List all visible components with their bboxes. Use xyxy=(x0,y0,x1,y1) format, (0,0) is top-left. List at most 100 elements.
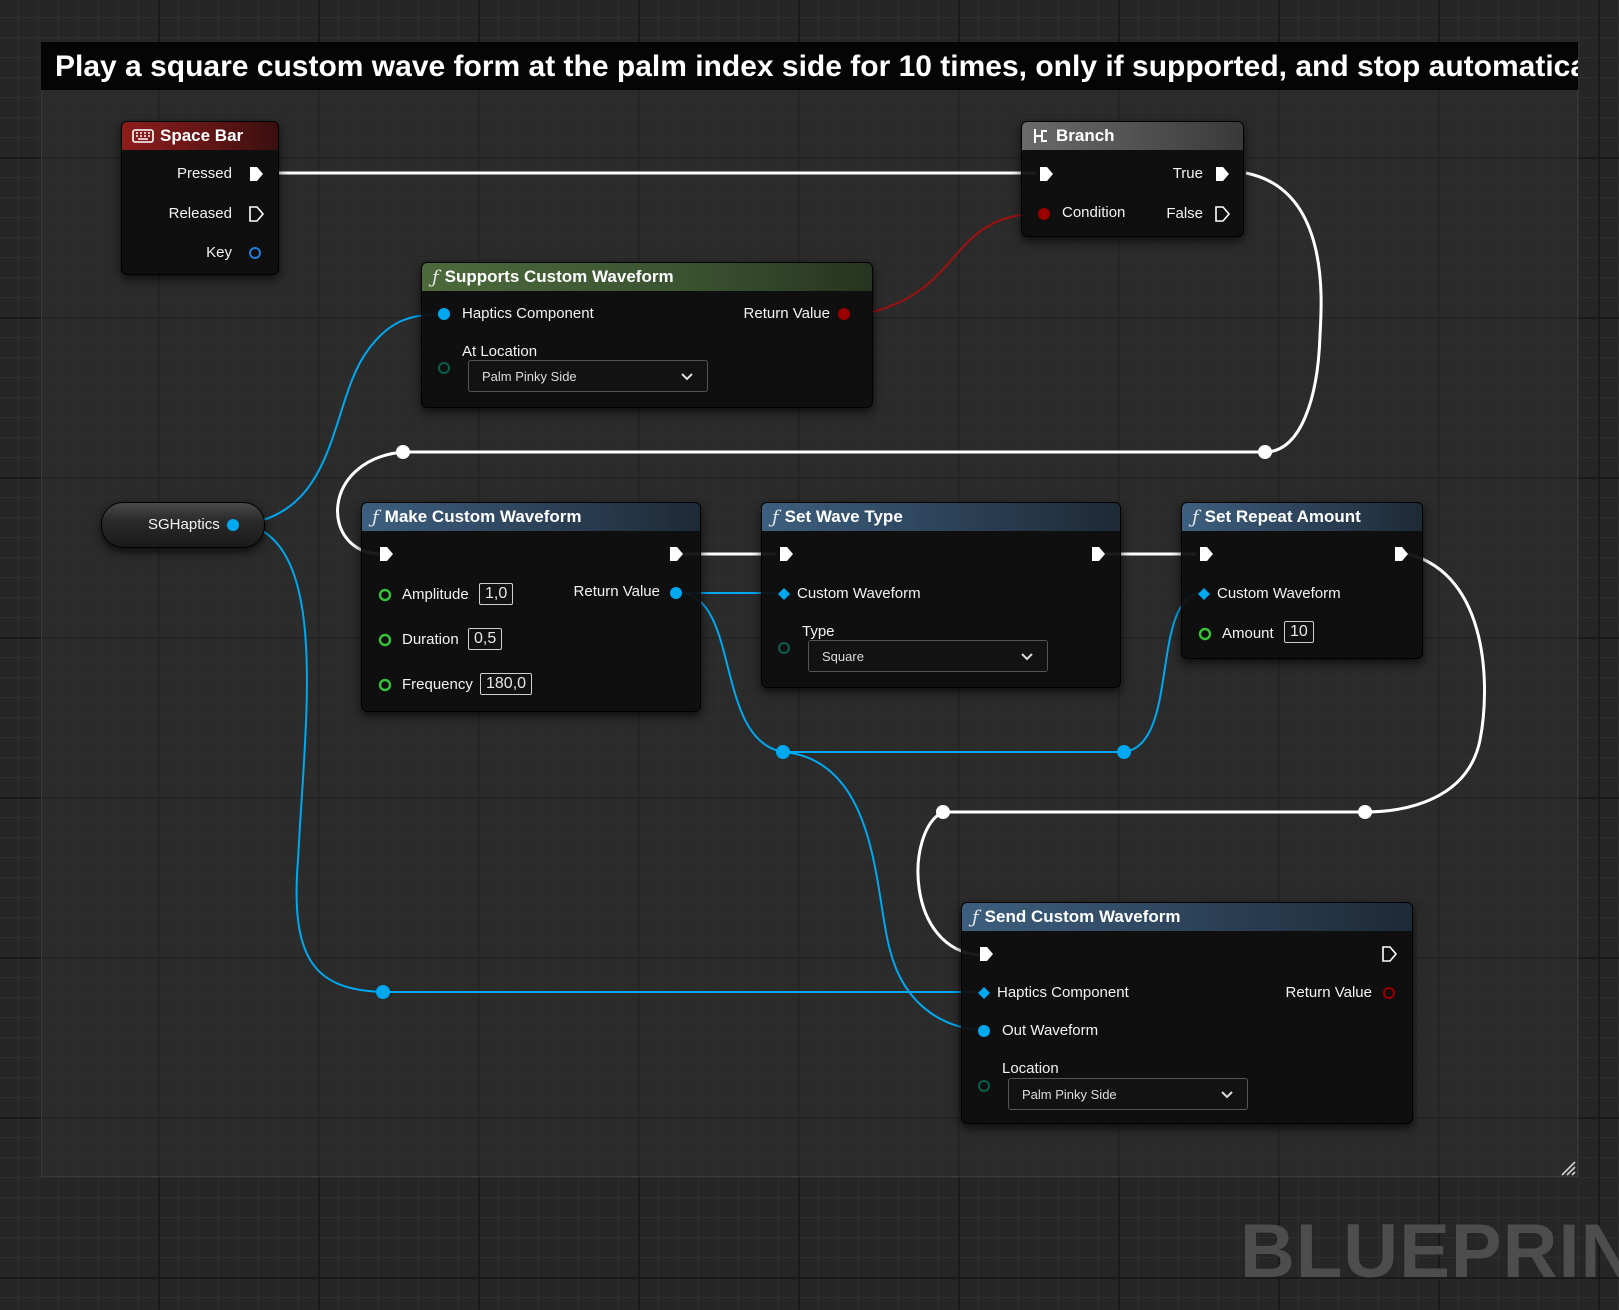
send-custom-waveform-node[interactable]: ƒ Send Custom Waveform Haptics Component… xyxy=(961,902,1413,1124)
settype-exec-in-icon[interactable] xyxy=(777,545,795,563)
supports-location-dropdown[interactable]: Palm Pinky Side xyxy=(468,360,708,392)
wave-type-dropdown[interactable]: Square xyxy=(808,640,1048,672)
reroute-knot-exec-1b xyxy=(1258,445,1272,459)
wire-branch-true-reroute xyxy=(1245,171,1323,454)
send-header[interactable]: ƒ Send Custom Waveform xyxy=(962,903,1412,931)
send-location-value: Palm Pinky Side xyxy=(1022,1086,1117,1102)
set-repeat-title: Set Repeat Amount xyxy=(1204,507,1361,526)
wire-return-to-condition xyxy=(871,213,1031,313)
repeat-waveform-label: Custom Waveform xyxy=(1217,585,1341,602)
supports-location-pin-icon[interactable] xyxy=(437,361,451,375)
send-haptics-pin-icon[interactable] xyxy=(977,986,991,1000)
branch-icon xyxy=(1034,129,1047,143)
make-return-label: Return Value xyxy=(573,583,660,600)
set-repeat-amount-node[interactable]: ƒ Set Repeat Amount Custom Waveform Amou… xyxy=(1181,502,1423,659)
settype-type-label: Type xyxy=(802,623,835,640)
condition-pin-icon[interactable] xyxy=(1037,207,1051,221)
send-return-pin-icon[interactable] xyxy=(1382,986,1396,1000)
branch-title: Branch xyxy=(1056,126,1115,145)
wire-reroute-to-send xyxy=(916,810,981,957)
make-exec-in-icon[interactable] xyxy=(377,545,395,563)
supports-return-pin-icon[interactable] xyxy=(837,307,851,321)
chevron-down-icon xyxy=(1221,1091,1233,1099)
amplitude-input[interactable]: 1,0 xyxy=(479,583,514,605)
duration-label: Duration xyxy=(402,631,459,648)
condition-pin-label: Condition xyxy=(1062,204,1126,221)
amount-input[interactable]: 10 xyxy=(1284,621,1314,643)
branch-header[interactable]: Branch xyxy=(1022,122,1243,150)
duration-input[interactable]: 0,5 xyxy=(468,628,503,650)
space-bar-header[interactable]: Space Bar xyxy=(122,122,278,150)
repeat-waveform-pin-icon[interactable] xyxy=(1197,587,1211,601)
make-exec-out-icon[interactable] xyxy=(667,545,685,563)
function-icon: ƒ xyxy=(372,506,379,528)
space-bar-title: Space Bar xyxy=(160,126,244,145)
settype-type-pin-icon[interactable] xyxy=(777,641,791,655)
make-return-pin-icon[interactable] xyxy=(669,586,683,600)
wire-reroute-to-make xyxy=(336,450,404,556)
make-waveform-header[interactable]: ƒ Make Custom Waveform xyxy=(362,503,700,531)
wire-sghaptics-to-reroute xyxy=(245,523,384,993)
supports-location-label: At Location xyxy=(462,343,538,360)
reroute-knot-exec-1a xyxy=(396,445,410,459)
true-pin-label: True xyxy=(1172,165,1203,182)
set-repeat-header[interactable]: ƒ Set Repeat Amount xyxy=(1182,503,1422,531)
space-bar-node[interactable]: Space Bar Pressed Released Key xyxy=(121,121,279,275)
function-icon: ƒ xyxy=(772,506,779,528)
function-icon: ƒ xyxy=(1192,506,1199,528)
sghaptics-variable-node[interactable]: SGHaptics xyxy=(101,502,265,548)
send-exec-in-icon[interactable] xyxy=(977,945,995,963)
frequency-pin-icon[interactable] xyxy=(378,678,392,692)
resize-grip-icon[interactable] xyxy=(1560,1160,1576,1176)
branch-node[interactable]: Branch Condition True False xyxy=(1021,121,1244,237)
branch-exec-in-icon[interactable] xyxy=(1037,165,1055,183)
set-wave-type-header[interactable]: ƒ Set Wave Type xyxy=(762,503,1120,531)
pressed-pin-label: Pressed xyxy=(176,165,232,182)
wire-sghaptics-to-supports xyxy=(245,313,441,525)
send-location-dropdown[interactable]: Palm Pinky Side xyxy=(1008,1078,1248,1110)
wave-type-value: Square xyxy=(822,648,864,664)
settype-exec-out-icon[interactable] xyxy=(1089,545,1107,563)
send-haptics-label: Haptics Component xyxy=(997,984,1129,1001)
send-location-pin-icon[interactable] xyxy=(977,1079,991,1093)
supports-haptics-pin-icon[interactable] xyxy=(437,307,451,321)
send-return-label: Return Value xyxy=(1285,984,1372,1001)
send-exec-out-icon[interactable] xyxy=(1380,945,1398,963)
out-waveform-pin-icon[interactable] xyxy=(977,1024,991,1038)
reroute-knot-haptics xyxy=(376,985,390,999)
frequency-label: Frequency xyxy=(402,676,473,693)
amount-pin-icon[interactable] xyxy=(1198,627,1212,641)
sghaptics-label: SGHaptics xyxy=(148,516,220,533)
make-waveform-title: Make Custom Waveform xyxy=(384,507,582,526)
amplitude-pin-icon[interactable] xyxy=(378,588,392,602)
send-title: Send Custom Waveform xyxy=(984,907,1181,926)
set-wave-type-node[interactable]: ƒ Set Wave Type Custom Waveform Type Squ… xyxy=(761,502,1121,688)
frequency-input[interactable]: 180,0 xyxy=(480,673,533,695)
supports-header[interactable]: ƒ Supports Custom Waveform xyxy=(422,263,872,291)
reroute-knot-waveform-a xyxy=(776,745,790,759)
comment-title[interactable]: Play a square custom wave form at the pa… xyxy=(41,42,1578,90)
repeat-exec-out-icon[interactable] xyxy=(1392,545,1410,563)
repeat-exec-in-icon[interactable] xyxy=(1197,545,1215,563)
wire-repeat-to-reroute xyxy=(1364,552,1486,814)
pressed-exec-pin-icon[interactable] xyxy=(247,165,265,183)
supports-return-label: Return Value xyxy=(743,305,830,322)
supports-custom-waveform-node[interactable]: ƒ Supports Custom Waveform Haptics Compo… xyxy=(421,262,873,408)
supports-location-value: Palm Pinky Side xyxy=(482,368,577,384)
reroute-knot-waveform-b xyxy=(1117,745,1131,759)
function-icon: ƒ xyxy=(972,906,979,928)
false-exec-pin-icon[interactable] xyxy=(1213,205,1231,223)
released-exec-pin-icon[interactable] xyxy=(247,205,265,223)
false-pin-label: False xyxy=(1166,205,1203,222)
reroute-knot-exec-2a xyxy=(936,805,950,819)
blueprint-watermark: BLUEPRINT xyxy=(1240,1209,1619,1294)
settype-waveform-pin-icon[interactable] xyxy=(777,587,791,601)
reroute-knot-exec-2b xyxy=(1358,805,1372,819)
key-pin-icon[interactable] xyxy=(248,246,262,260)
true-exec-pin-icon[interactable] xyxy=(1213,165,1231,183)
duration-pin-icon[interactable] xyxy=(378,633,392,647)
sghaptics-pin-icon[interactable] xyxy=(226,518,240,532)
amplitude-label: Amplitude xyxy=(402,586,469,603)
make-custom-waveform-node[interactable]: ƒ Make Custom Waveform Amplitude 1,0 Ret… xyxy=(361,502,701,712)
send-location-label: Location xyxy=(1002,1060,1059,1077)
